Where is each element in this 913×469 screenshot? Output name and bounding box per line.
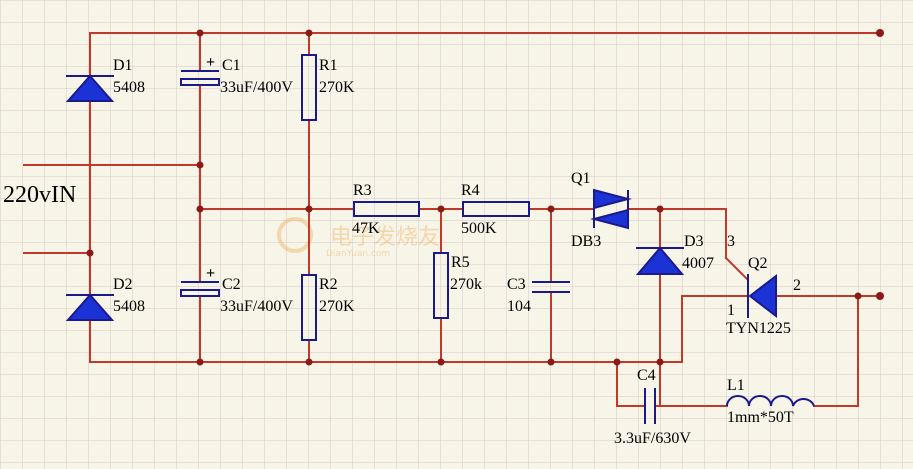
- q2-name: Q2: [748, 255, 768, 272]
- r1-name: R1: [319, 57, 338, 74]
- capacitor-c3: [532, 281, 570, 293]
- resistor-r4: [462, 201, 530, 217]
- q2-part: TYN1225: [726, 320, 791, 337]
- c2-name: C2: [222, 276, 241, 293]
- resistor-r3: [353, 201, 420, 217]
- q1-part: DB3: [571, 233, 601, 250]
- r1-value: 270K: [319, 79, 355, 96]
- l1-name: L1: [727, 377, 745, 394]
- watermark-text: 电子发烧友: [330, 225, 440, 250]
- capacitor-c1: +: [180, 54, 220, 86]
- capacitor-c2: +: [180, 265, 220, 297]
- watermark: 电子发烧友 DianYuan.com: [277, 217, 440, 259]
- c4-name: C4: [637, 367, 656, 384]
- scr-q2: [747, 273, 777, 319]
- q2-pin3: 3: [727, 233, 735, 250]
- diode-d1: [65, 74, 115, 102]
- capacitor-c4: [644, 388, 656, 424]
- diode-d3: [635, 246, 685, 275]
- svg-text:+: +: [206, 54, 215, 71]
- d3-name: D3: [684, 233, 704, 250]
- r4-value: 500K: [461, 220, 497, 237]
- r3-name: R3: [353, 182, 372, 199]
- d1-name: D1: [113, 57, 133, 74]
- diac-q1: [590, 188, 632, 230]
- diode-d2: [65, 293, 115, 321]
- l1-value: 1mm*50T: [727, 409, 794, 426]
- svg-text:+: +: [206, 265, 215, 282]
- resistor-r5: [433, 252, 449, 319]
- c2-value: 33uF/400V: [220, 298, 293, 315]
- r2-value: 270K: [319, 298, 355, 315]
- r5-name: R5: [451, 254, 470, 271]
- d2-part: 5408: [113, 298, 145, 315]
- c3-name: C3: [507, 276, 526, 293]
- q2-pin2: 2: [793, 277, 801, 294]
- c4-value: 3.3uF/630V: [614, 430, 691, 447]
- c1-name: C1: [222, 57, 241, 74]
- d3-part: 4007: [682, 255, 714, 272]
- watermark-domain: DianYuan.com: [326, 249, 390, 259]
- r2-name: R2: [319, 276, 338, 293]
- r3-value: 47K: [352, 220, 380, 237]
- resistor-r1: [301, 54, 317, 121]
- inductor-l1: [726, 395, 815, 407]
- c3-value: 104: [507, 298, 531, 315]
- r4-name: R4: [461, 182, 480, 199]
- r5-value: 270k: [450, 276, 482, 293]
- q1-name: Q1: [571, 170, 591, 187]
- wires: [23, 32, 881, 407]
- d2-name: D2: [113, 276, 133, 293]
- q2-pin1: 1: [727, 302, 735, 319]
- junction-dots: [86, 29, 884, 366]
- c1-value: 33uF/400V: [220, 79, 293, 96]
- input-label: 220vIN: [3, 182, 76, 208]
- resistor-r2: [301, 274, 317, 341]
- d1-part: 5408: [113, 79, 145, 96]
